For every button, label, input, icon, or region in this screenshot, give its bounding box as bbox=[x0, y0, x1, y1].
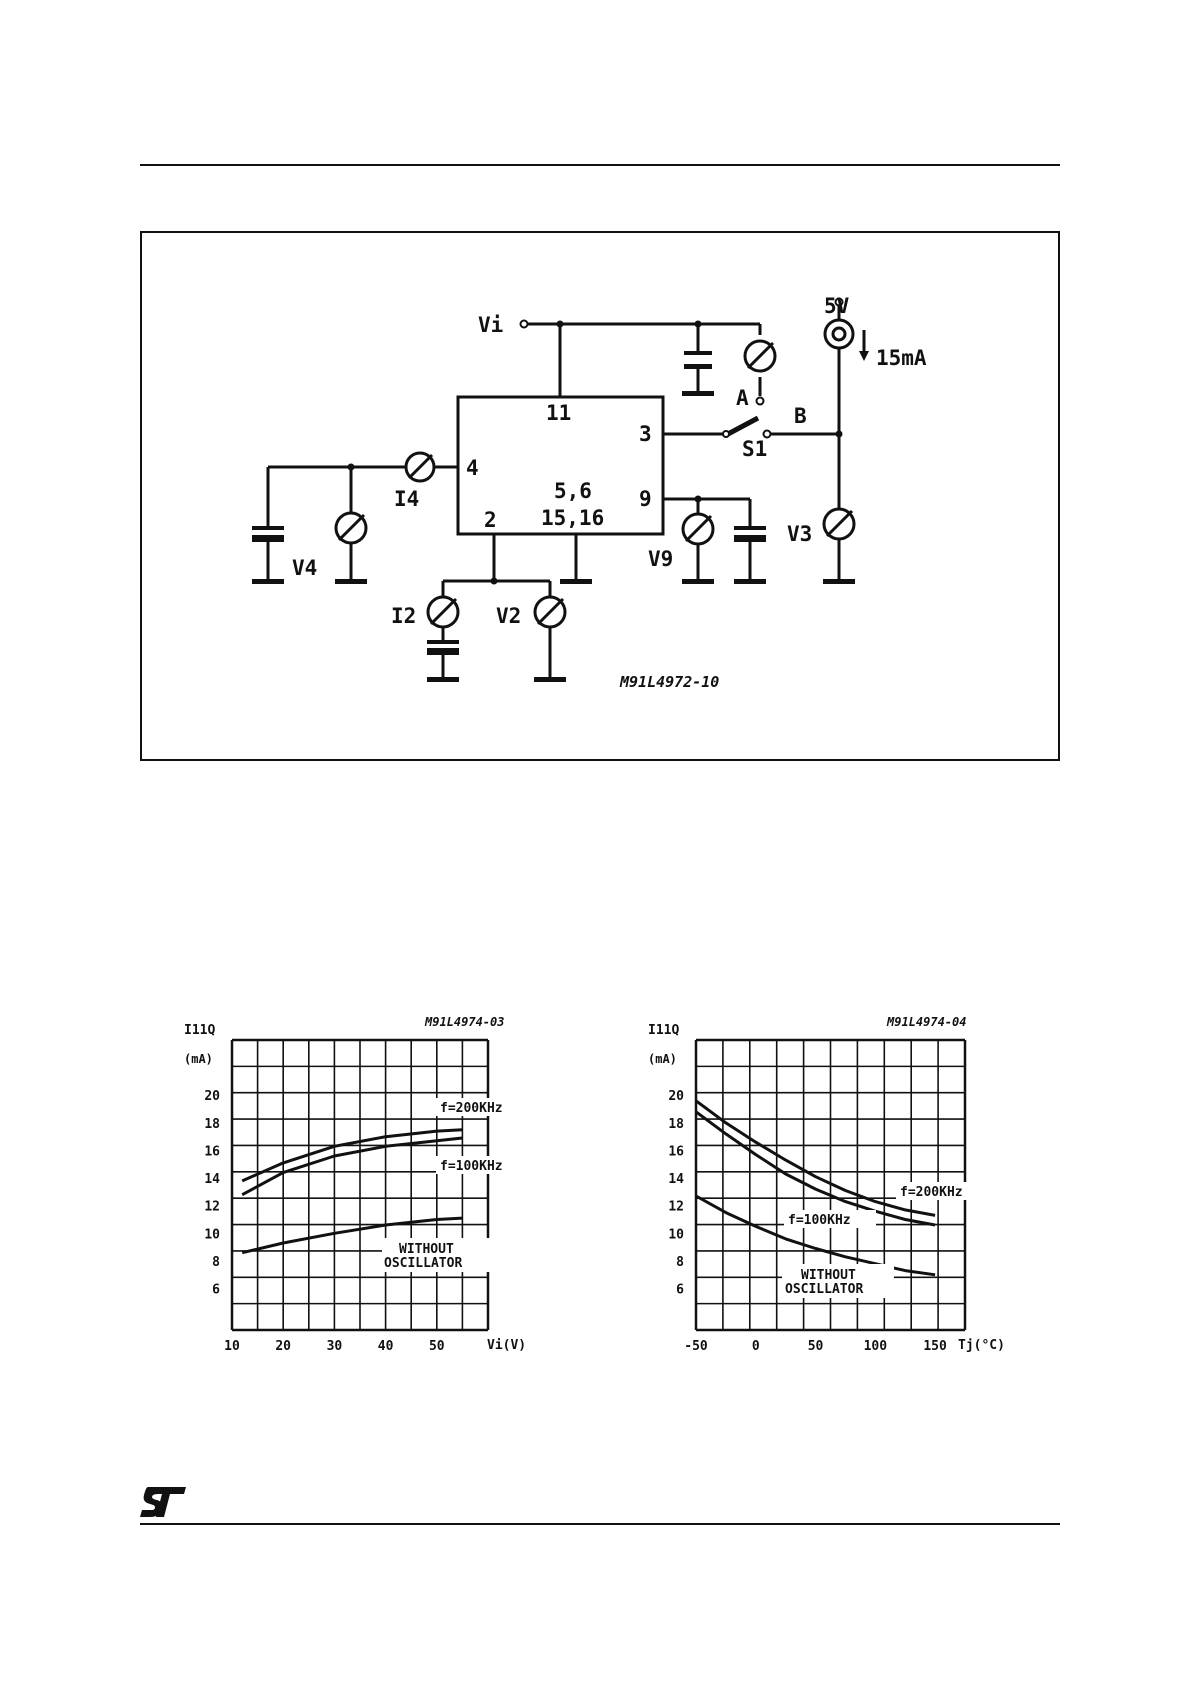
test-circuit-figure: Vi 5V 15mA A B S1 11 3 4 9 2 5,6 15,16 I… bbox=[140, 231, 1060, 761]
v3-label: V3 bbox=[787, 522, 812, 546]
x-tick-label: 10 bbox=[224, 1339, 240, 1354]
y-tick-label: 8 bbox=[676, 1255, 684, 1270]
st-logo-icon bbox=[140, 1487, 186, 1517]
chart-yunit: (mA) bbox=[184, 1052, 213, 1066]
x-ticks: -50 0 50 100 150 bbox=[684, 1339, 947, 1354]
y-tick-label: 20 bbox=[204, 1089, 220, 1104]
series-line-0 bbox=[242, 1130, 462, 1181]
v4-label: V4 bbox=[292, 556, 317, 580]
meter-v9-icon bbox=[683, 514, 713, 544]
i4-label: I4 bbox=[394, 487, 419, 511]
figure-code: M91L4972-10 bbox=[619, 673, 719, 691]
y-tick-label: 18 bbox=[204, 1117, 220, 1132]
x-tick-label: 50 bbox=[808, 1339, 824, 1354]
curve-label-oscillator: OSCILLATOR bbox=[384, 1256, 462, 1271]
y-ticks: 20 18 16 14 12 10 8 6 bbox=[204, 1089, 220, 1297]
y-ticks: 20 18 16 14 12 10 8 6 bbox=[668, 1089, 684, 1297]
curve-label-without: WITHOUT bbox=[399, 1242, 454, 1257]
chart-xlabel: Tj(°C) bbox=[958, 1338, 1005, 1353]
v2-label: V2 bbox=[496, 604, 521, 628]
y-tick-label: 12 bbox=[668, 1200, 684, 1215]
y-tick-label: 14 bbox=[204, 1172, 220, 1187]
pin-11-label: 11 bbox=[546, 401, 571, 425]
5v-label: 5V bbox=[824, 294, 850, 318]
capacitor-pin4-icon bbox=[252, 526, 284, 542]
chart-series bbox=[242, 1130, 462, 1253]
curve-label-200khz: f=200KHz bbox=[900, 1185, 963, 1200]
y-tick-label: 14 bbox=[668, 1172, 684, 1187]
chart-ylabel: I11Q bbox=[648, 1023, 679, 1038]
capacitor-pin2-icon bbox=[427, 640, 459, 655]
meter-v4-icon bbox=[336, 513, 366, 543]
chart-ylabel: I11Q bbox=[184, 1023, 215, 1038]
capacitor-icon bbox=[684, 351, 712, 369]
switch-contact-a bbox=[757, 398, 764, 405]
meter-i2-icon bbox=[428, 597, 458, 627]
meter-i4-icon bbox=[406, 453, 434, 481]
x-ticks: 10 20 30 40 50 bbox=[224, 1339, 445, 1354]
chart-xlabel: Vi(V) bbox=[487, 1338, 526, 1353]
15ma-label: 15mA bbox=[876, 346, 927, 370]
vi-terminal bbox=[521, 321, 528, 328]
switch-pivot bbox=[723, 431, 729, 437]
x-tick-label: 0 bbox=[752, 1339, 760, 1354]
x-tick-label: 100 bbox=[864, 1339, 888, 1354]
x-tick-label: -50 bbox=[684, 1339, 708, 1354]
y-tick-label: 20 bbox=[668, 1089, 684, 1104]
meter-v3-icon bbox=[824, 509, 854, 539]
chart-iq-vs-tj: M91L4974-04 I11Q (mA) 20 18 16 14 12 10 8 6 -50… bbox=[630, 1010, 1030, 1365]
curve-label-200khz: f=200KHz bbox=[440, 1101, 503, 1116]
pin-56-label: 5,6 bbox=[554, 479, 592, 503]
capacitor-pin9-icon bbox=[734, 526, 766, 542]
y-tick-label: 16 bbox=[204, 1144, 220, 1159]
y-tick-label: 12 bbox=[204, 1200, 220, 1215]
y-tick-label: 16 bbox=[668, 1144, 684, 1159]
y-tick-label: 10 bbox=[668, 1227, 684, 1242]
pin-3-label: 3 bbox=[639, 422, 652, 446]
switch-b-label: B bbox=[794, 404, 807, 428]
test-circuit: Vi 5V 15mA A B S1 11 3 4 9 2 5,6 15,16 I… bbox=[142, 233, 1058, 759]
y-tick-label: 8 bbox=[212, 1255, 220, 1270]
x-tick-label: 50 bbox=[429, 1339, 445, 1354]
ammeter-a-icon bbox=[745, 341, 775, 371]
y-tick-label: 10 bbox=[204, 1227, 220, 1242]
current-source-icon bbox=[825, 320, 853, 348]
pin-4-label: 4 bbox=[466, 456, 479, 480]
x-tick-label: 30 bbox=[327, 1339, 343, 1354]
x-tick-label: 150 bbox=[923, 1339, 947, 1354]
vi-label: Vi bbox=[478, 313, 503, 337]
switch-s1-label: S1 bbox=[742, 437, 767, 461]
pin-2-label: 2 bbox=[484, 508, 497, 532]
v9-label: V9 bbox=[648, 547, 673, 571]
x-tick-label: 20 bbox=[275, 1339, 291, 1354]
chart-figure-code: M91L4974-04 bbox=[886, 1015, 966, 1029]
pin-1516-label: 15,16 bbox=[541, 506, 604, 530]
chart-grid bbox=[232, 1040, 488, 1330]
curve-label-oscillator: OSCILLATOR bbox=[785, 1282, 863, 1297]
pin-9-label: 9 bbox=[639, 487, 652, 511]
i2-label: I2 bbox=[391, 604, 416, 628]
y-tick-label: 6 bbox=[676, 1283, 684, 1298]
curve-label-100khz: f=100KHz bbox=[440, 1159, 503, 1174]
chart-figure-code: M91L4974-03 bbox=[424, 1015, 504, 1029]
switch-a-label: A bbox=[736, 386, 749, 410]
meter-v2-icon bbox=[535, 597, 565, 627]
curve-label-without: WITHOUT bbox=[801, 1268, 856, 1283]
x-tick-label: 40 bbox=[378, 1339, 394, 1354]
y-tick-label: 6 bbox=[212, 1283, 220, 1298]
header-rule bbox=[140, 164, 1060, 166]
y-tick-label: 18 bbox=[668, 1117, 684, 1132]
curve-label-100khz: f=100KHz bbox=[788, 1213, 851, 1228]
chart-yunit: (mA) bbox=[648, 1052, 677, 1066]
footer-rule bbox=[140, 1523, 1060, 1525]
